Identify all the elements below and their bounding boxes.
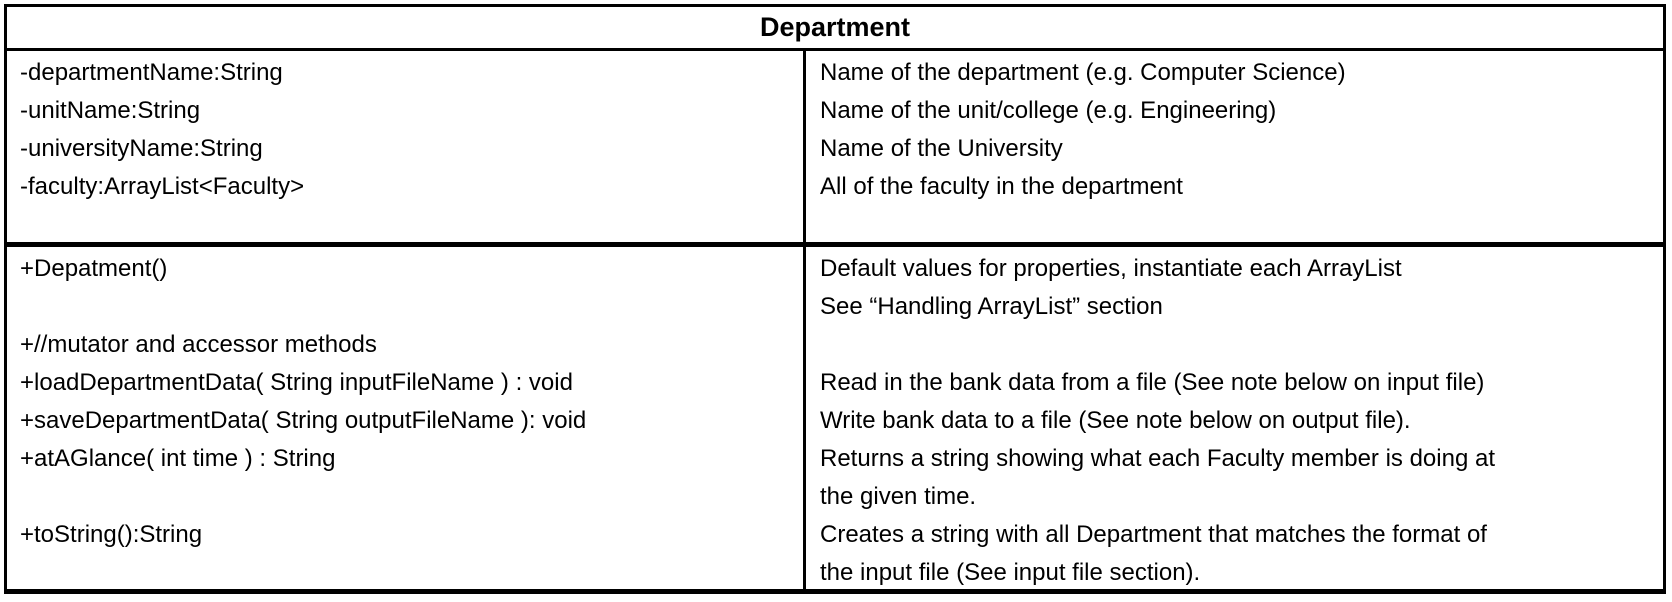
department-class-table: Department -departmentName:String -unitN… [4,4,1666,594]
method-description-line: Read in the bank data from a file (See n… [820,369,1485,396]
attributes-fields-cell: -departmentName:String -unitName:String … [7,51,803,242]
methods-descriptions-cell: Default values for properties, instantia… [803,247,1663,589]
method-description-line-blank [820,326,1657,364]
method-description-line: Creates a string with all Department tha… [820,521,1487,548]
attribute-description-line: All of the faculty in the department [820,173,1183,200]
attribute-line: -faculty:ArrayList<Faculty> [20,173,305,200]
methods-signatures-cell: +Depatment() +//mutator and accessor met… [7,247,803,589]
attribute-description-line: Name of the unit/college (e.g. Engineeri… [820,97,1277,124]
method-description-line: Default values for properties, instantia… [820,255,1402,282]
attribute-description-line: Name of the department (e.g. Computer Sc… [820,59,1346,86]
method-description-line: Write bank data to a file (See note belo… [820,407,1411,434]
attributes-descriptions-cell: Name of the department (e.g. Computer Sc… [803,51,1663,242]
method-line-blank [20,288,803,326]
attribute-line: -unitName:String [20,97,201,124]
method-description-line: See “Handling ArrayList” section [820,293,1163,320]
method-line: +toString():String [20,521,203,548]
method-line: +loadDepartmentData( String inputFileNam… [20,369,573,396]
attributes-section: -departmentName:String -unitName:String … [7,51,1663,242]
method-line-blank [20,478,803,516]
method-description-line: the given time. [820,483,977,510]
method-description-line: Returns a string showing what each Facul… [820,445,1495,472]
attribute-line: -departmentName:String [20,59,283,86]
method-line: +saveDepartmentData( String outputFileNa… [20,407,587,434]
method-line: +atAGlance( int time ) : String [20,445,336,472]
method-line: +Depatment() [20,255,168,282]
method-description-line: the input file (See input file section). [820,559,1201,586]
attribute-description-line: Name of the University [820,135,1063,162]
attribute-line: -universityName:String [20,135,263,162]
method-line: +//mutator and accessor methods [20,331,377,358]
class-name-header: Department [7,7,1663,51]
methods-section: +Depatment() +//mutator and accessor met… [7,242,1663,589]
